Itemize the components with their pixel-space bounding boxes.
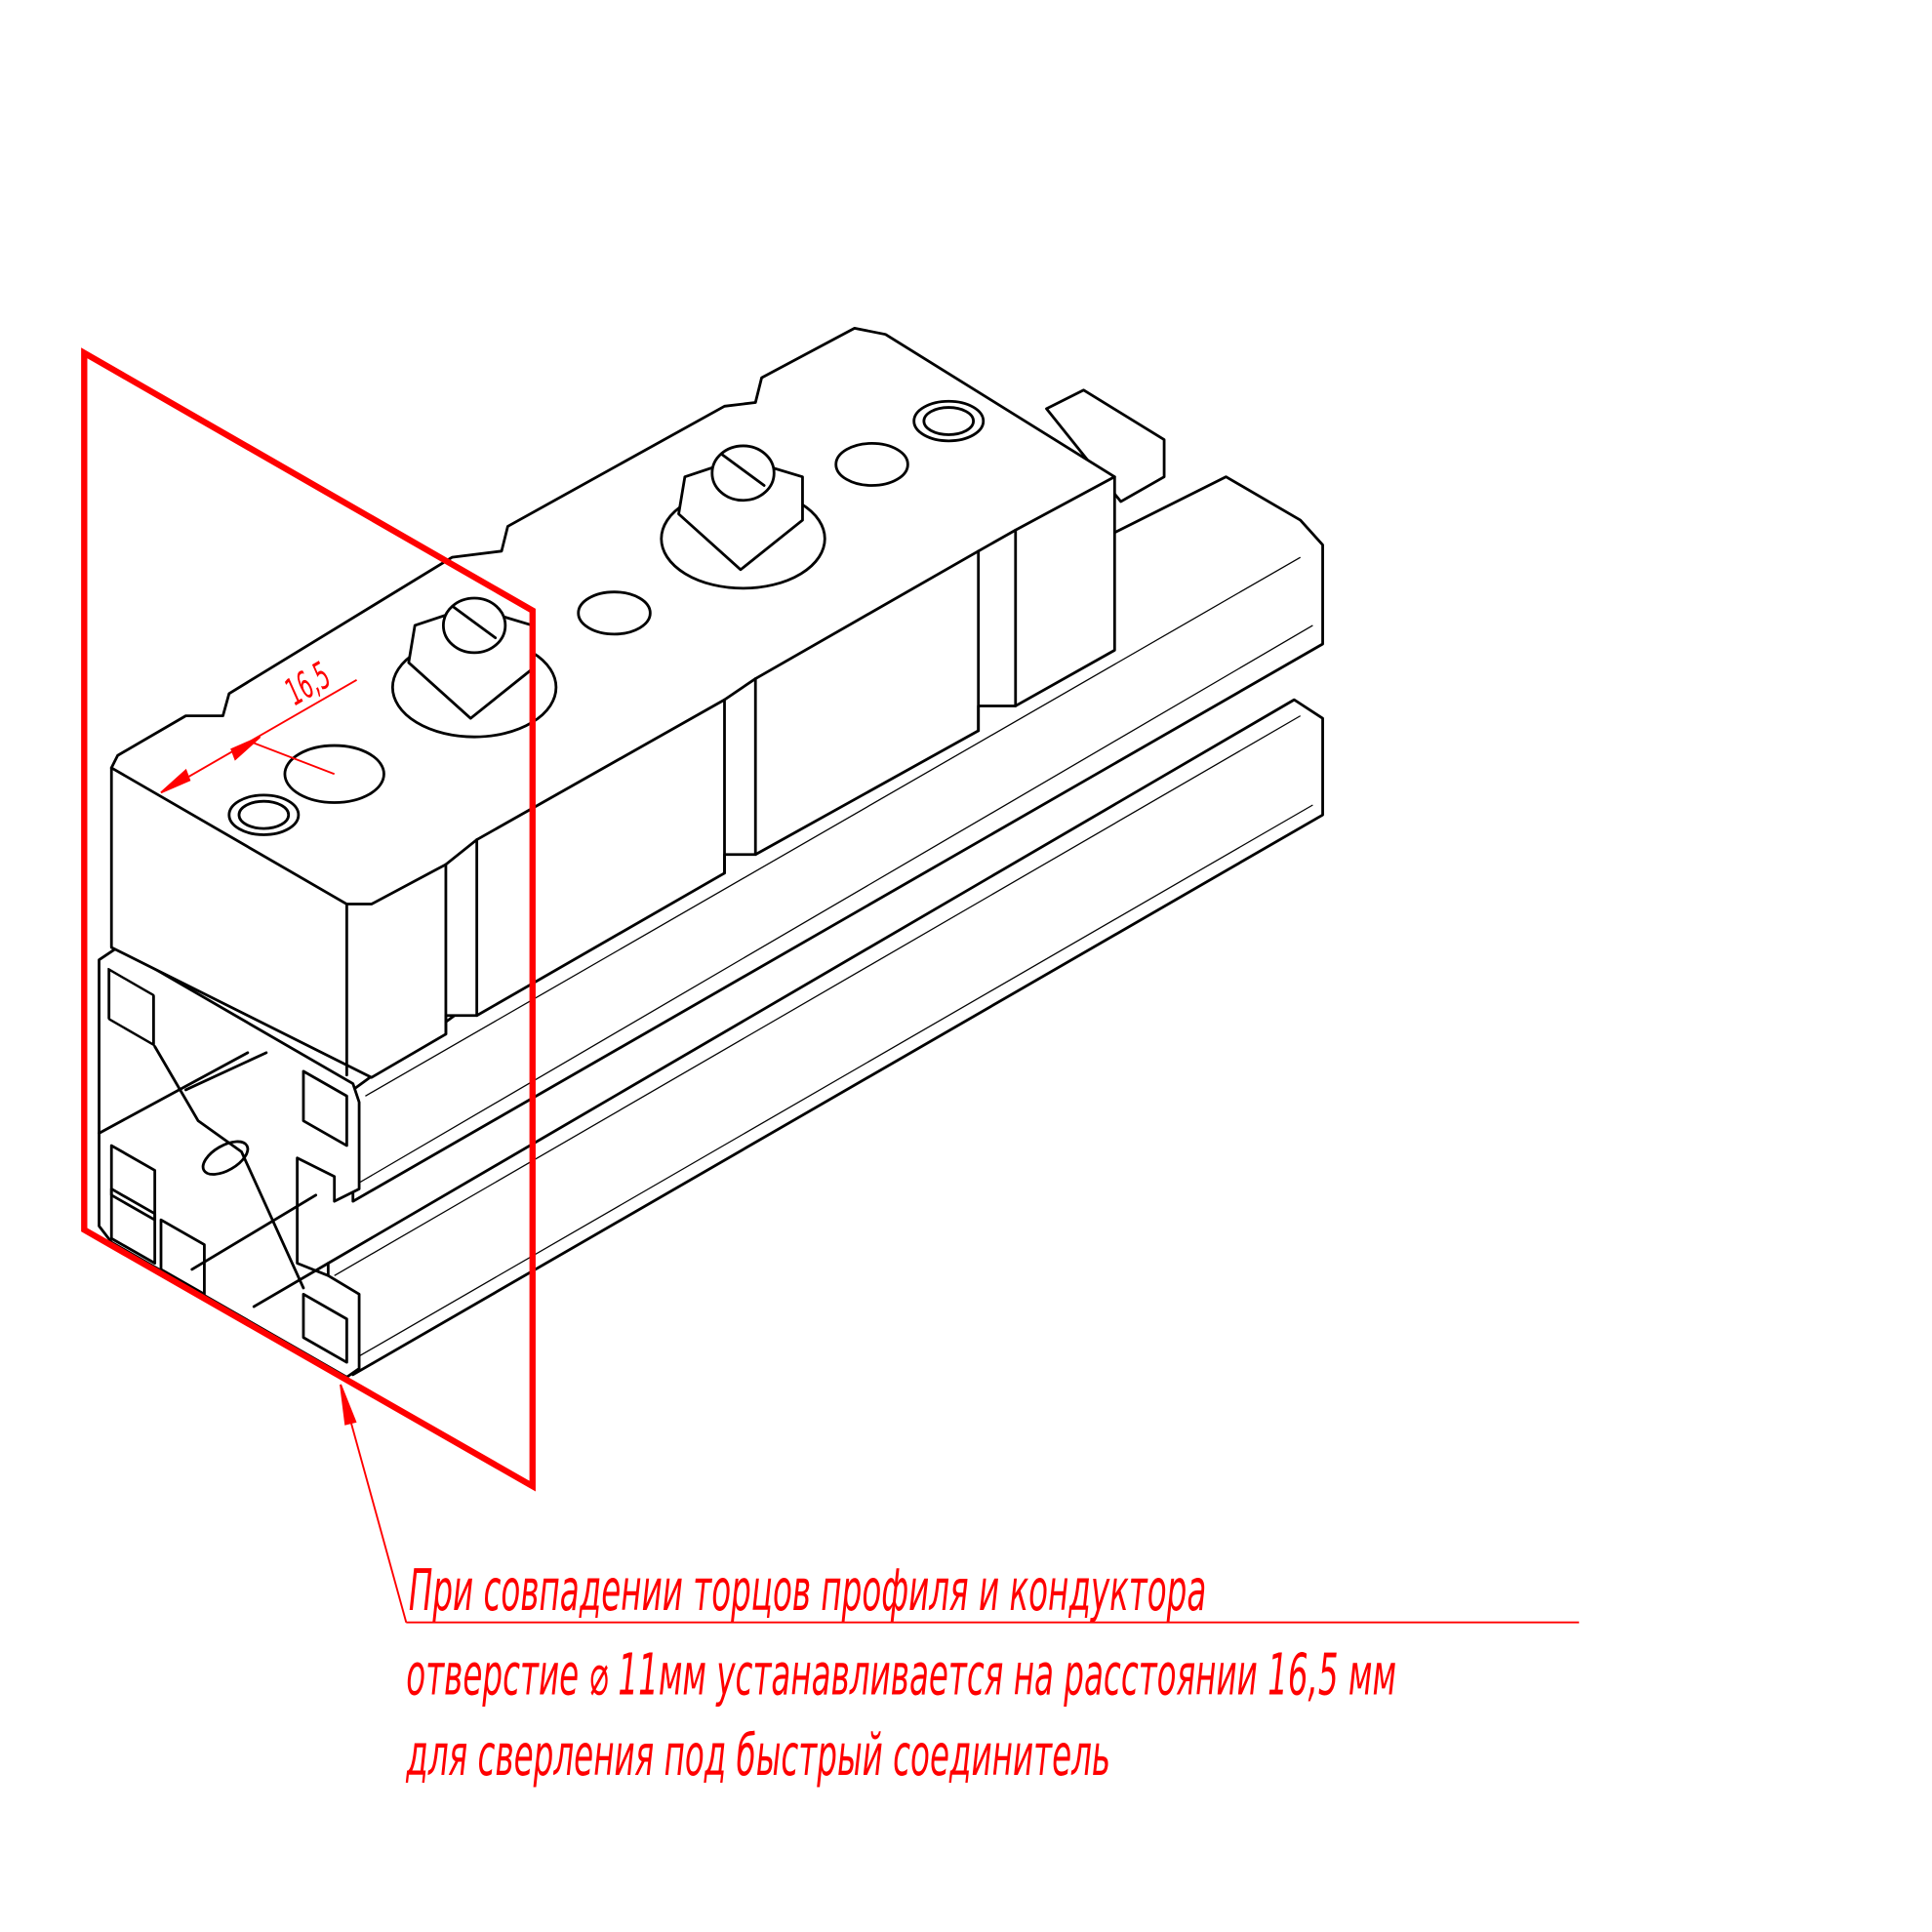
section-plane	[81, 347, 536, 1492]
note-line-2: отверстие ⌀ 11мм устанавливается на расс…	[406, 1642, 1396, 1708]
flange-nut	[660, 444, 826, 590]
note: При совпадении торцов профиля и кондукто…	[406, 1558, 1396, 1789]
dimension-16-5	[160, 678, 358, 794]
flange-nut	[390, 596, 558, 739]
note-line-3: для сверления под быстрый соединитель	[406, 1723, 1111, 1789]
drill-jig	[109, 326, 1166, 1079]
drill-hole	[283, 744, 385, 804]
leader-line	[340, 1384, 1580, 1624]
note-line-1: При совпадении торцов профиля и кондукто…	[409, 1558, 1206, 1624]
